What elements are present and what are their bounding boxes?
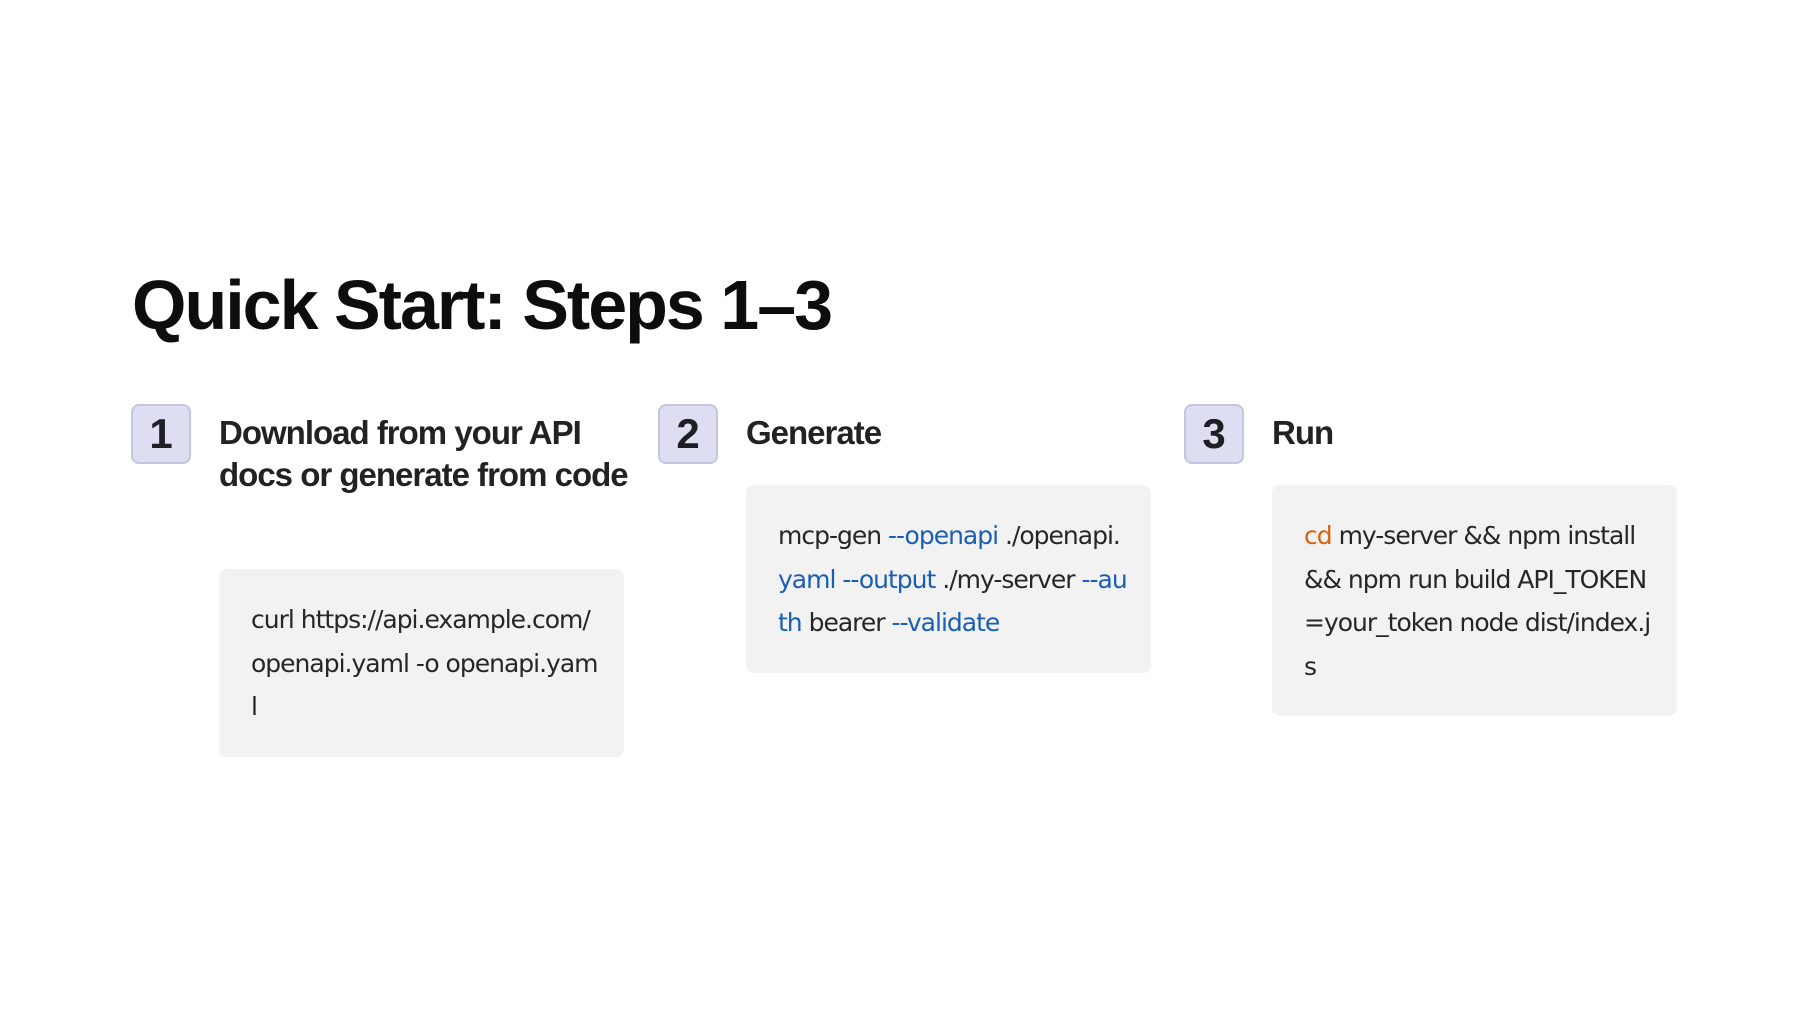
code-block: mcp-gen --openapi ./openapi. yaml --outpu… — [746, 485, 1151, 673]
code-token: bearer — [801, 608, 892, 637]
step-title: Run — [1272, 414, 1334, 451]
code-token: ./my-server — [935, 564, 1082, 594]
code-token: curl https://api.example.com/openapi.yam… — [251, 605, 598, 721]
code-token: ./openapi. — [998, 521, 1121, 550]
code-token: cd — [1304, 521, 1333, 550]
code-token: yaml --output — [778, 564, 936, 594]
step-title: Generate — [746, 414, 882, 451]
code-token: --openapi — [888, 521, 999, 550]
step-number-badge: 3 — [1184, 404, 1244, 464]
page-title: Quick Start: Steps 1–3 — [132, 266, 833, 344]
code-block: cd my-server && npm install && npm run b… — [1272, 485, 1677, 716]
step-number-badge: 1 — [131, 404, 191, 464]
code-token: my-server && npm install && npm run buil… — [1304, 521, 1651, 681]
code-token: mcp-gen — [778, 521, 889, 550]
code-block: curl https://api.example.com/openapi.yam… — [219, 569, 624, 757]
code-token: --validate — [891, 608, 1001, 637]
step-number-badge: 2 — [658, 404, 718, 464]
code-token: --auth — [778, 564, 1128, 638]
step-title: Download from your API docs or generate … — [219, 414, 629, 493]
